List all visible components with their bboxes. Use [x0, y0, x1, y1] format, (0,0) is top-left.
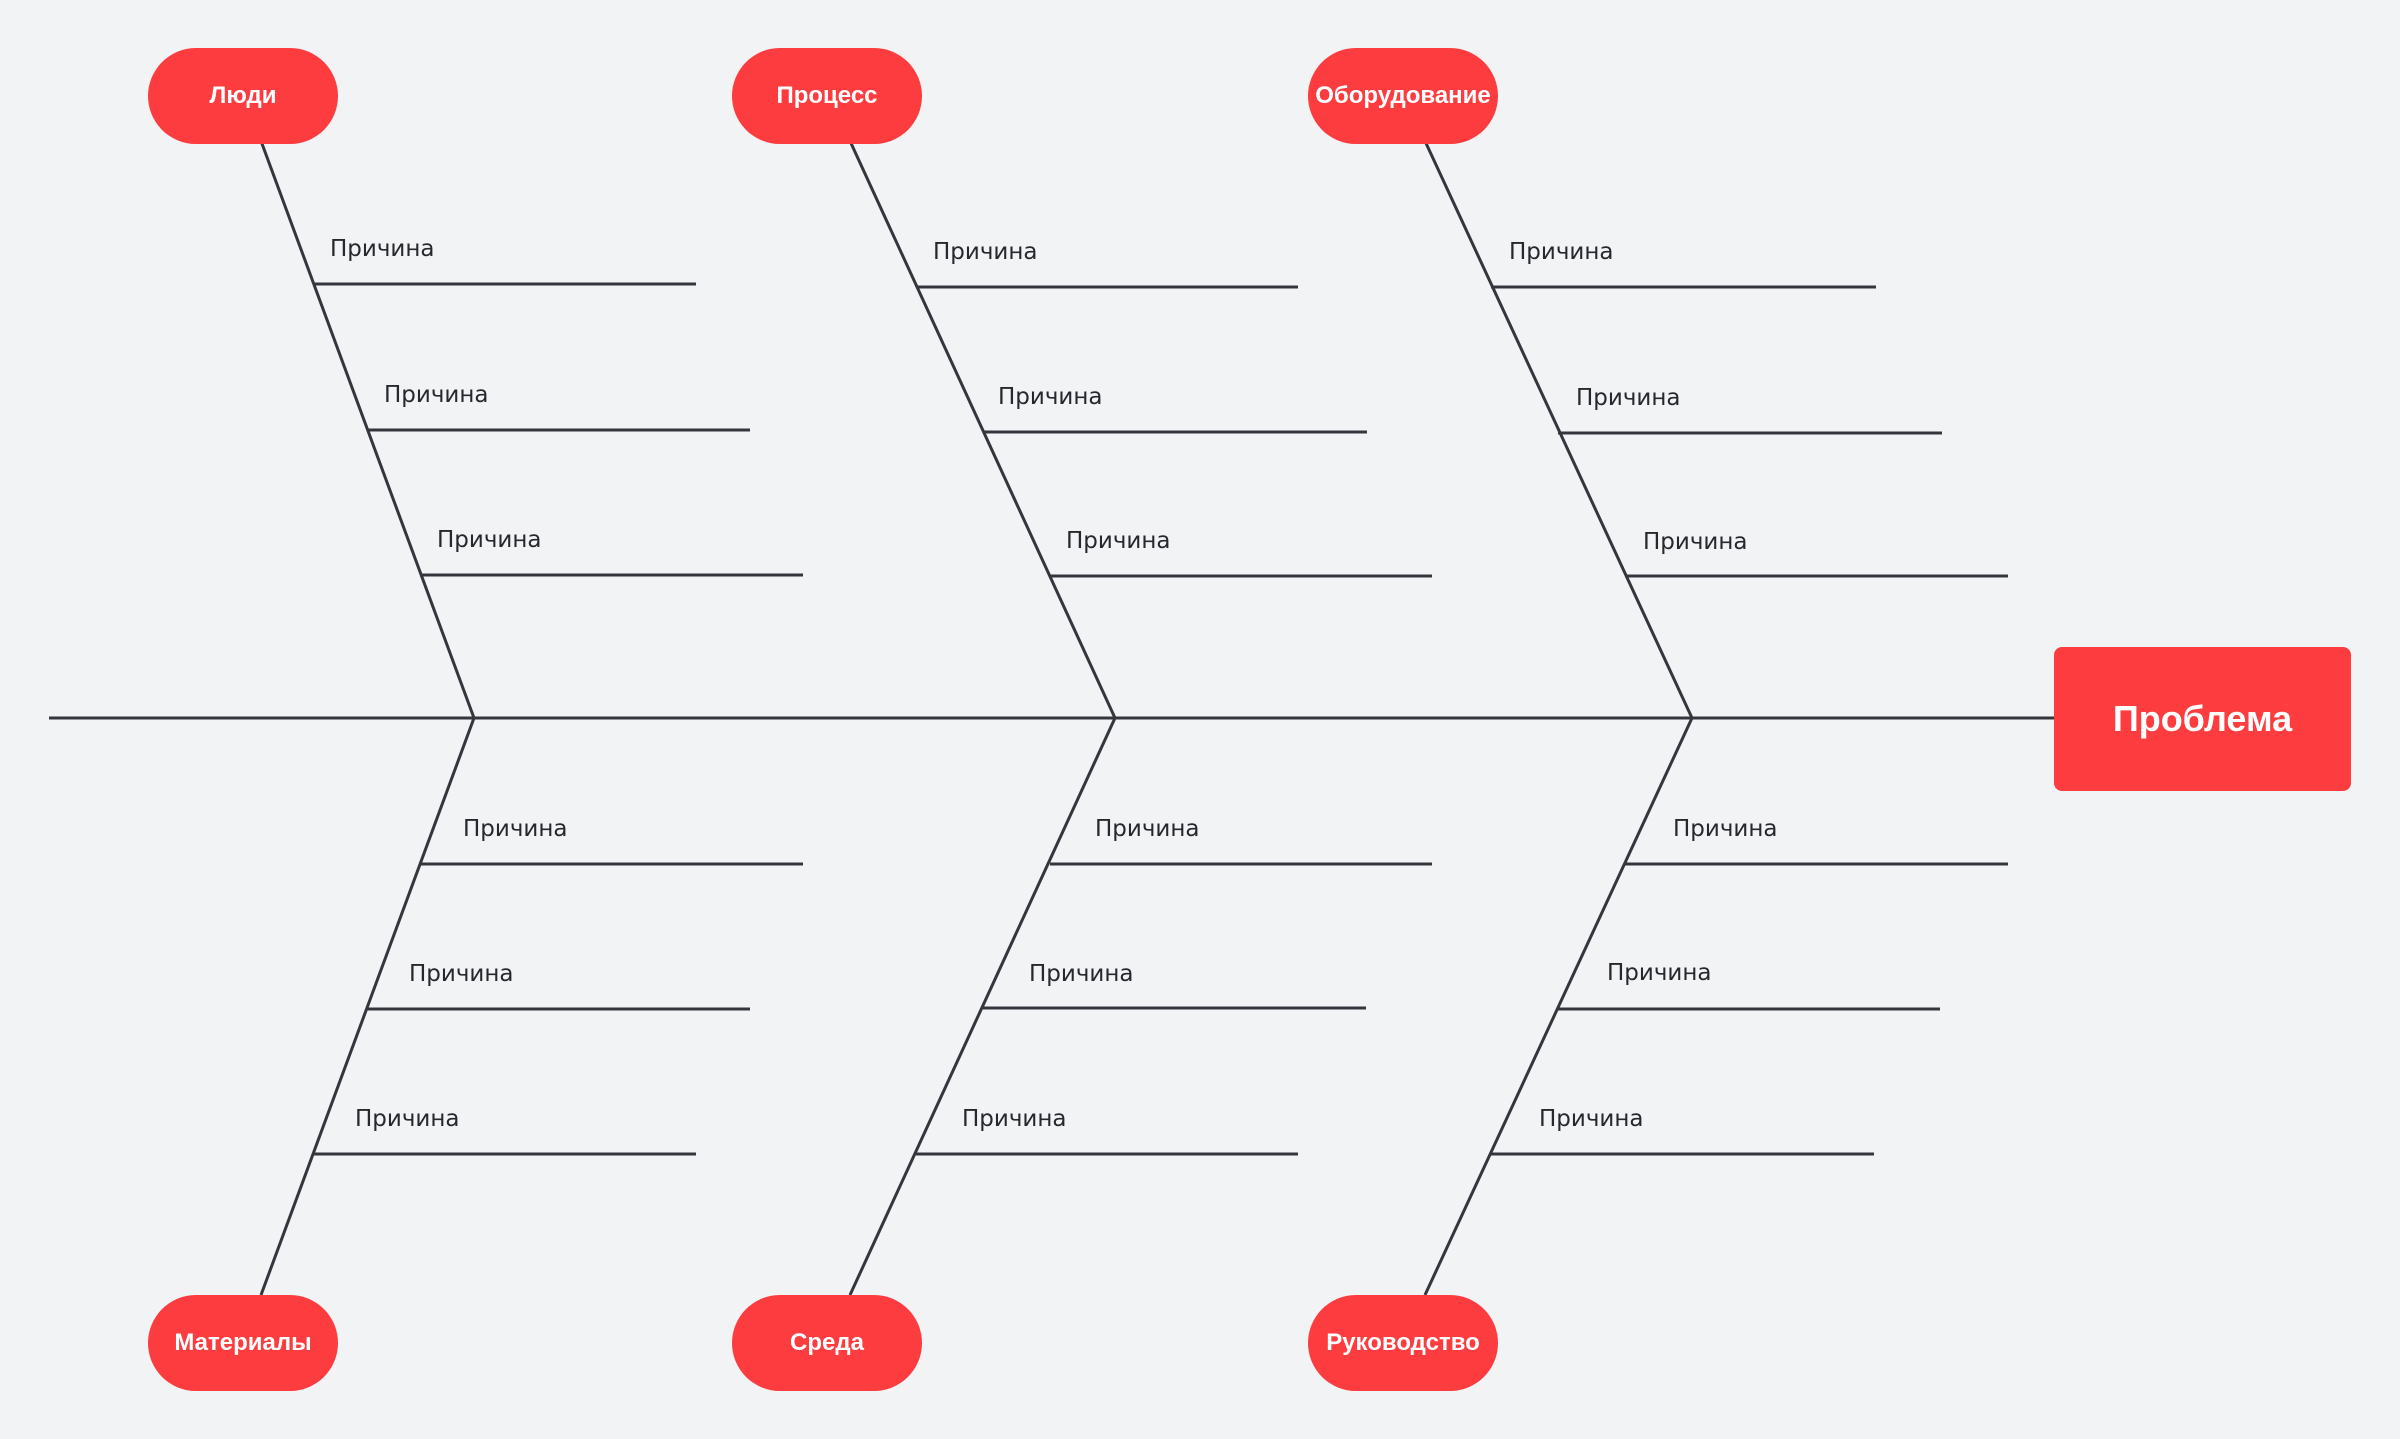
cause-label-materials-1: Причина: [463, 816, 568, 842]
cause-label-environment-1: Причина: [1095, 816, 1200, 842]
cause-label-management-1: Причина: [1673, 816, 1778, 842]
cause-label-environment-3: Причина: [962, 1106, 1067, 1132]
cause-label-environment-2: Причина: [1029, 961, 1134, 987]
cause-label-process-1: Причина: [933, 239, 1038, 265]
category-process: Процесс: [732, 48, 922, 144]
bone-environment: [848, 717, 1117, 1296]
problem-box: Проблема: [2054, 647, 2351, 791]
cause-label-management-2: Причина: [1607, 960, 1712, 986]
bone-process: [848, 140, 1117, 719]
category-materials: Материалы: [148, 1295, 338, 1391]
category-environment: Среда: [732, 1295, 922, 1391]
cause-label-process-2: Причина: [998, 384, 1103, 410]
bone-management: [1423, 717, 1694, 1296]
cause-label-materials-3: Причина: [355, 1106, 460, 1132]
cause-label-management-3: Причина: [1539, 1106, 1644, 1132]
cause-label-process-3: Причина: [1066, 528, 1171, 554]
cause-label-equipment-3: Причина: [1643, 529, 1748, 555]
bone-equipment: [1423, 140, 1694, 719]
bone-materials: [259, 717, 476, 1296]
cause-label-people-3: Причина: [437, 527, 542, 553]
cause-label-equipment-1: Причина: [1509, 239, 1614, 265]
category-people: Люди: [148, 48, 338, 144]
category-management: Руководство: [1308, 1295, 1498, 1391]
cause-label-people-2: Причина: [384, 382, 489, 408]
cause-label-people-1: Причина: [330, 236, 435, 262]
cause-label-equipment-2: Причина: [1576, 385, 1681, 411]
cause-label-materials-2: Причина: [409, 961, 514, 987]
category-equipment: Оборудование: [1308, 48, 1498, 144]
